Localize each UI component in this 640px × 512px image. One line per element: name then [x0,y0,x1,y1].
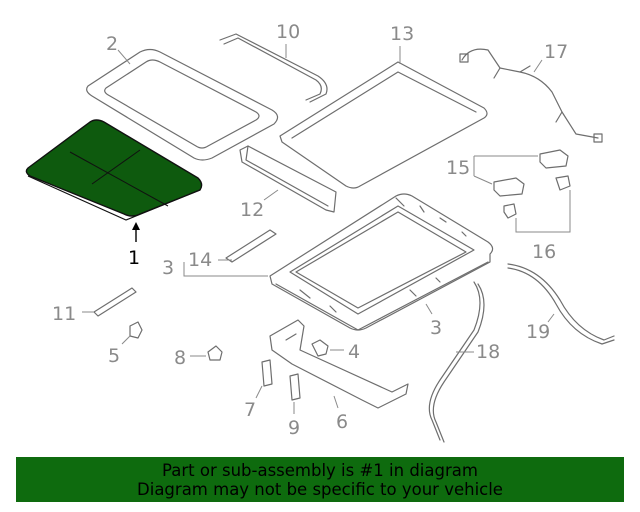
part-9-bolt [289,373,301,401]
callout-11: 11 [52,303,76,325]
part-6-bracket [269,319,409,409]
part-5-clip [129,321,143,339]
callout-14: 14 [188,249,212,271]
leader-2 [117,49,131,65]
callout-10: 10 [276,21,300,43]
leader-7 [255,385,263,399]
callout-2: 2 [106,33,118,55]
callout-18: 18 [476,341,500,363]
callout-15: 15 [446,157,470,179]
part-15-motor-upper [539,149,569,169]
part-17-wiring-harness [459,48,603,143]
part-19-drain-tube-edge [507,267,615,345]
part-16-screw-right [555,175,571,191]
part-12-trim-bar [239,145,337,213]
callout-3b: 3 [430,317,442,339]
part-15-motor-lower [493,177,525,197]
leader-16 [515,190,571,233]
part-1-highlighted-panel [25,119,203,221]
info-banner: Part or sub-assembly is #1 in diagram Di… [16,457,624,502]
leader-5 [121,335,131,345]
callout-17: 17 [544,41,568,63]
part-7-bolt [261,359,273,387]
callout-5: 5 [108,345,120,367]
leader-3b [425,303,433,315]
part-11-strip [93,287,137,317]
callout-13: 13 [390,23,414,45]
callout-9: 9 [288,417,300,439]
part-3-frame [269,193,494,331]
callout-3a: 3 [162,257,174,279]
part-18-drain-tube-edge [432,283,485,443]
leader-19 [547,313,555,323]
part-2-glass-panel [86,48,279,161]
banner-line-1: Part or sub-assembly is #1 in diagram [162,460,478,480]
part-8-clip [207,345,223,361]
callout-19: 19 [526,321,550,343]
callout-8: 8 [174,347,186,369]
part-13-sunshade-panel [279,61,488,189]
leader-1-arrowhead [132,222,140,230]
callout-16: 16 [532,241,556,263]
part-14-bracket [225,229,277,263]
callout-4: 4 [348,341,360,363]
part-10-seal-strip [219,33,328,103]
leader-17 [533,59,543,73]
leader-6 [333,395,339,409]
leader-3a [183,262,268,277]
part-16-screw-left [503,203,517,219]
part-18-drain-tube [428,281,481,441]
leader-12 [263,189,279,201]
part-4-bolt [311,339,329,357]
banner-line-2: Diagram may not be specific to your vehi… [137,479,503,499]
callout-1: 1 [128,247,140,269]
part-19-drain-tube [507,263,615,341]
callout-7: 7 [244,399,256,421]
leader-15 [473,155,538,185]
callout-6: 6 [336,411,348,433]
callout-12: 12 [240,199,264,221]
